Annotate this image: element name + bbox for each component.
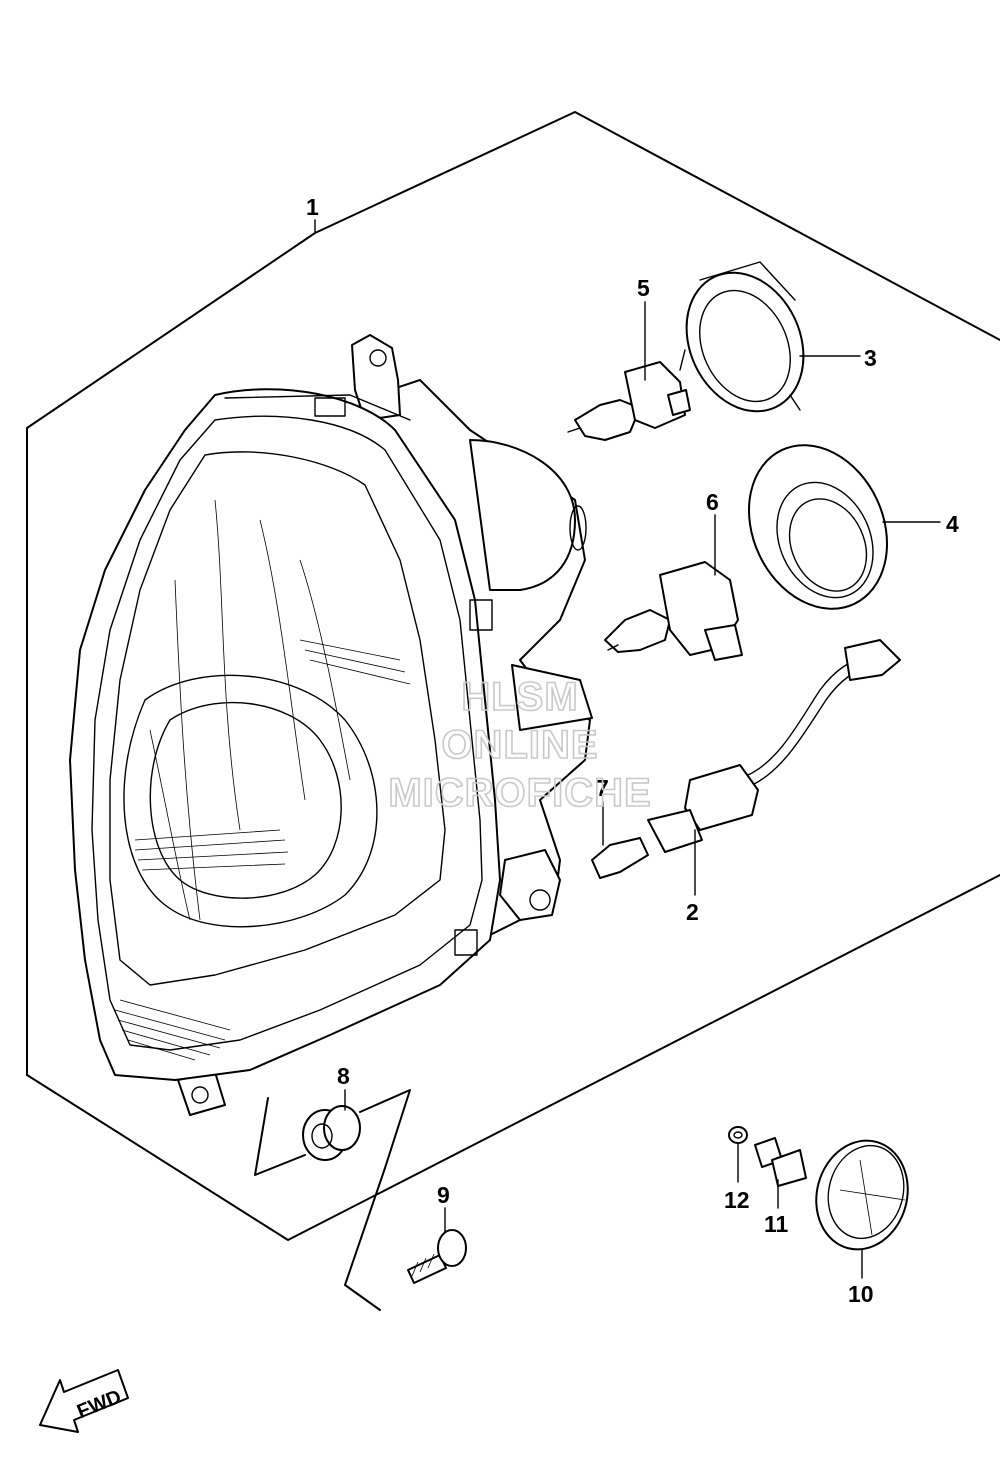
reflex-reflector[interactable] bbox=[804, 1130, 919, 1260]
watermark: HLSM ONLINE MICROFICHE bbox=[388, 674, 652, 816]
callout-11: 11 bbox=[764, 1211, 789, 1237]
position-lamp-socket[interactable] bbox=[647, 639, 901, 853]
bulb-socket-ring[interactable] bbox=[665, 254, 826, 431]
callout-3: 3 bbox=[864, 345, 877, 371]
callout-9: 9 bbox=[437, 1182, 450, 1208]
mounting-screw[interactable] bbox=[344, 1167, 467, 1311]
callout-1: 1 bbox=[306, 194, 319, 220]
washer[interactable] bbox=[728, 1126, 748, 1144]
headlamp-housing[interactable] bbox=[69, 334, 593, 1116]
headlight-bulb-h11[interactable] bbox=[604, 561, 743, 661]
callout-2: 2 bbox=[686, 899, 699, 925]
callout-5: 5 bbox=[637, 275, 650, 301]
callout-12: 12 bbox=[724, 1187, 750, 1213]
callout-10: 10 bbox=[848, 1281, 874, 1307]
callout-7: 7 bbox=[596, 775, 609, 801]
callout-4: 4 bbox=[946, 511, 959, 537]
watermark-line-3: MICROFICHE bbox=[388, 771, 651, 815]
callout-numbers: 1 2 3 4 5 6 7 8 9 10 11 12 bbox=[306, 194, 959, 1307]
assembly-boundary bbox=[314, 111, 1000, 341]
position-lamp-bulb[interactable] bbox=[591, 837, 649, 879]
headlight-bulb-h7[interactable] bbox=[567, 361, 691, 441]
dust-seal-ring[interactable] bbox=[723, 422, 913, 631]
reflector-spacer[interactable] bbox=[754, 1137, 807, 1187]
callout-6: 6 bbox=[706, 489, 719, 515]
rubber-grommet[interactable] bbox=[254, 1089, 411, 1176]
callout-8: 8 bbox=[337, 1063, 350, 1089]
watermark-line-2: ONLINE bbox=[441, 723, 598, 767]
leader-lines bbox=[314, 219, 941, 1279]
forward-direction-arrow: FWD bbox=[39, 1369, 129, 1433]
watermark-line-1: HLSM bbox=[461, 675, 578, 719]
